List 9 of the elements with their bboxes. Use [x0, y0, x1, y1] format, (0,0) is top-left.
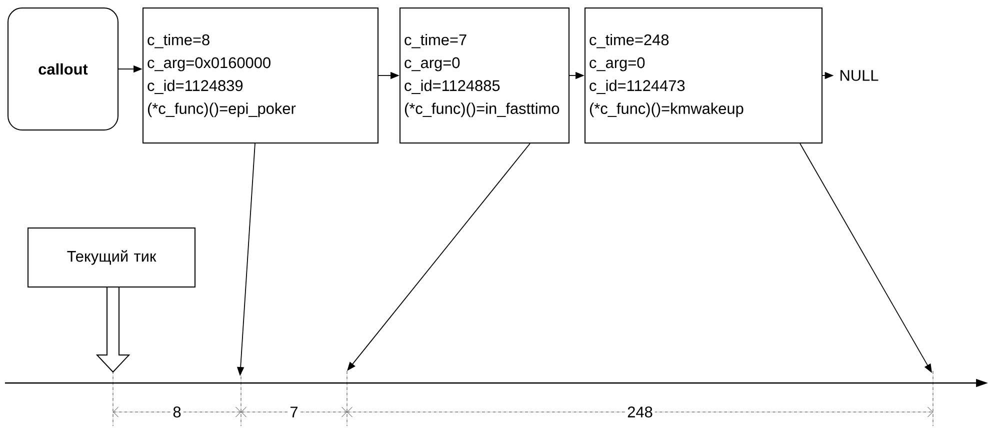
null-label: NULL	[840, 70, 878, 81]
struct-box: c_time=7 c_arg=0 c_id=1124885 (*c_func)()=in_fasttimo	[400, 8, 570, 144]
dimension-label: 7	[288, 404, 300, 420]
struct-box: c_time=8 c_arg=0x0160000 c_id=1124839 (*c_func)()=epi_poker	[142, 8, 378, 144]
head-box: callout	[8, 8, 118, 130]
struct-box: c_time=248 c_arg=0 c_id=1124473 (*c_func)()=kmwakeup	[584, 8, 822, 144]
dimension-label: 248	[625, 404, 655, 420]
dimension-label: 8	[170, 404, 184, 420]
tick-box: Текущий тик	[28, 228, 196, 288]
